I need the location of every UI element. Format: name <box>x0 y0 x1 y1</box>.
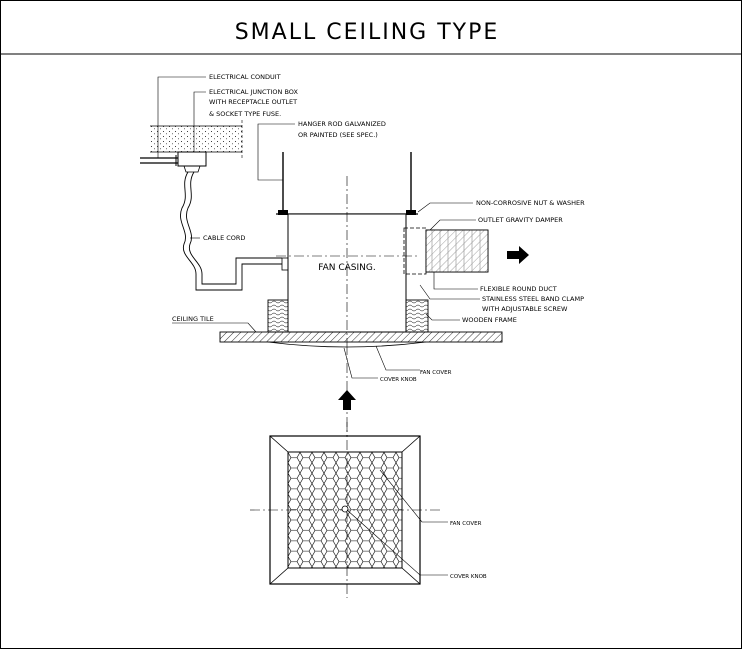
leader-conduit: ELECTRICAL CONDUIT ELECTRICAL JUNCTION B… <box>157 73 299 158</box>
fan-cover-plan: FAN COVER COVER KNOB <box>250 422 487 598</box>
ceiling-tile: CEILING TILE <box>172 315 503 343</box>
wooden-frame <box>267 299 429 333</box>
fan-cover-section: FAN COVER COVER KNOB <box>267 341 452 383</box>
label-wooden-frame: WOODEN FRAME <box>462 316 517 324</box>
fan-casing: FAN CASING. <box>276 176 420 345</box>
label-fan-casing: FAN CASING. <box>318 263 375 273</box>
cover-knob-icon <box>341 505 349 513</box>
leaders-right: NON-CORROSIVE NUT & WASHER OUTLET GRAVIT… <box>417 199 585 324</box>
outlet-duct <box>403 227 529 275</box>
label-fan-cover-top: FAN COVER <box>420 370 452 376</box>
hanger-rods: HANGER ROD GALVANIZED OR PAINTED (SEE SP… <box>257 120 416 215</box>
label-hanger-rod-2: OR PAINTED (SEE SPEC.) <box>298 131 378 139</box>
label-electrical-conduit: ELECTRICAL CONDUIT <box>209 73 281 81</box>
label-band-clamp-1: STAINLESS STEEL BAND CLAMP <box>482 295 584 303</box>
label-cable-cord: CABLE CORD <box>203 234 245 242</box>
label-fan-cover-plan: FAN COVER <box>450 521 482 527</box>
label-junction-box-1: ELECTRICAL JUNCTION BOX <box>209 88 299 96</box>
label-hanger-rod-1: HANGER ROD GALVANIZED <box>298 120 386 128</box>
label-ceiling-tile: CEILING TILE <box>172 315 214 323</box>
label-flexible-duct: FLEXIBLE ROUND DUCT <box>480 285 557 293</box>
concrete-slab <box>140 120 243 164</box>
label-junction-box-2: WITH RECEPTACLE OUTLET <box>209 98 297 106</box>
junction-box <box>175 151 207 173</box>
label-junction-box-3: & SOCKET TYPE FUSE. <box>209 110 281 118</box>
airflow-arrow-icon <box>507 246 529 264</box>
cable-cord: CABLE CORD <box>180 171 289 291</box>
label-band-clamp-2: WITH ADJUSTABLE SCREW <box>482 305 568 313</box>
drawing-title: SMALL CEILING TYPE <box>235 20 500 45</box>
label-cover-knob-top: COVER KNOB <box>380 377 417 383</box>
label-nut-washer: NON-CORROSIVE NUT & WASHER <box>476 199 585 207</box>
label-cover-knob-plan: COVER KNOB <box>450 574 487 580</box>
label-gravity-damper: OUTLET GRAVITY DAMPER <box>478 216 563 224</box>
